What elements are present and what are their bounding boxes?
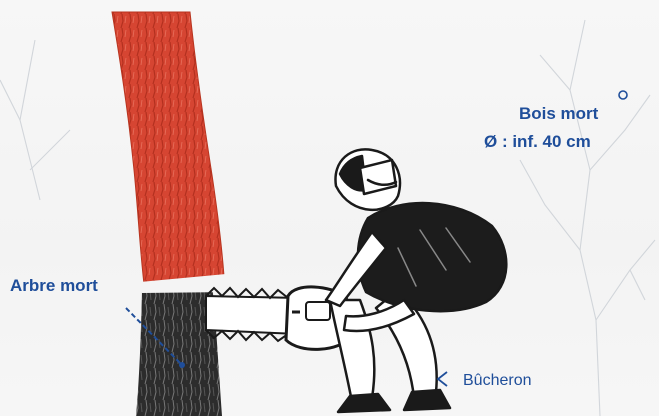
bois-mort-marker	[619, 91, 627, 99]
bois-mort-label: Bois mort	[519, 104, 598, 124]
background-branches	[0, 20, 655, 416]
arbre-mort-label: Arbre mort	[10, 276, 98, 296]
bucheron-marker-icon	[438, 372, 447, 386]
dead-tree-upper-trunk	[112, 12, 224, 284]
bucheron-label: Bûcheron	[463, 372, 532, 390]
diameter-label: Ø : inf. 40 cm	[484, 132, 591, 152]
arbre-mort-marker	[179, 362, 185, 368]
